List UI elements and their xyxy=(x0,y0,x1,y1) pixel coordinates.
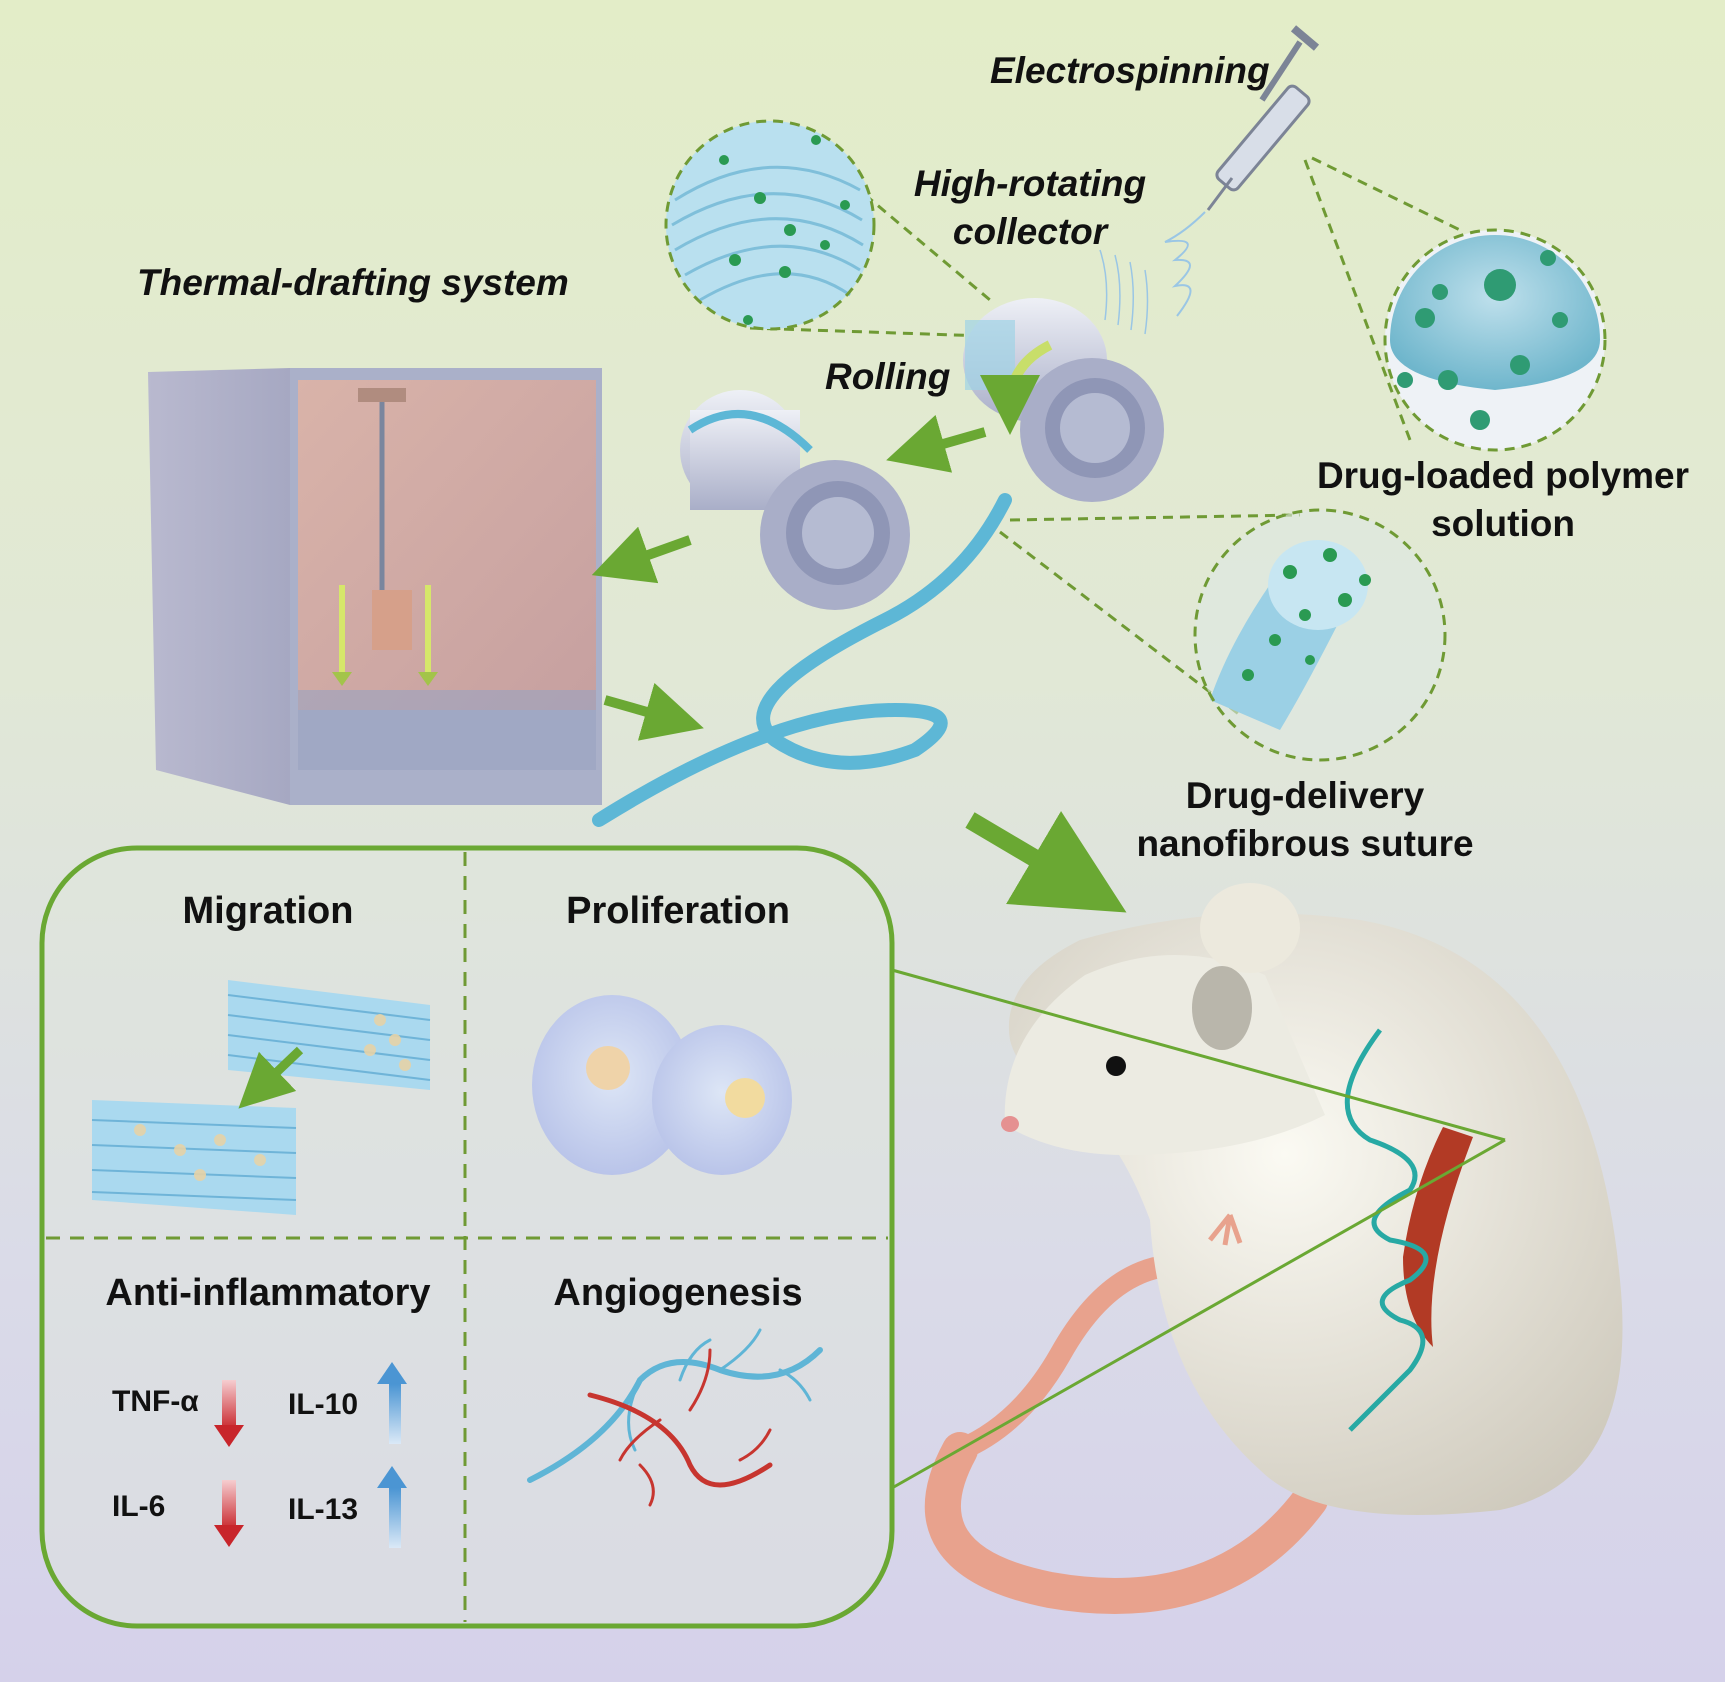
anti-inflammatory-heading: Anti-inflammatory xyxy=(105,1272,431,1314)
proliferation-heading: Proliferation xyxy=(566,890,790,932)
process-arrows xyxy=(591,414,1127,913)
polymer-label-line2: solution xyxy=(1431,503,1575,544)
il-13-label: IL-13 xyxy=(288,1493,359,1526)
suture-bundle-zoom-icon xyxy=(999,508,1447,762)
il10-up-arrow-icon xyxy=(377,1362,407,1444)
collector-label: High-rotating collector xyxy=(880,160,1180,256)
collector-label-line1: High-rotating xyxy=(913,163,1147,204)
il-10-label: IL-10 xyxy=(288,1388,359,1421)
proliferation-graphic xyxy=(532,995,792,1175)
il13-up-arrow-icon xyxy=(377,1466,407,1548)
callout-lines xyxy=(891,968,1506,1490)
arrow-to-rat xyxy=(965,811,1127,913)
collector-left-icon xyxy=(680,390,910,610)
electrospinning-label: Electrospinning xyxy=(990,50,1270,91)
rat-icon xyxy=(925,883,1623,1614)
suture-label-line2: nanofibrous suture xyxy=(1136,823,1474,864)
tnf-down-arrow-icon xyxy=(214,1380,244,1447)
angiogenesis-graphic xyxy=(527,1328,823,1507)
collector-label-line2: collector xyxy=(952,211,1108,252)
il-6-label: IL-6 xyxy=(112,1490,166,1523)
arrow-from-box xyxy=(603,682,704,741)
thermal-drafting-box-icon xyxy=(148,368,602,805)
tnf-alpha-label: TNF-α xyxy=(112,1385,199,1418)
polymer-droplet-zoom-icon xyxy=(1303,156,1607,452)
il6-down-arrow-icon xyxy=(214,1480,244,1547)
migration-graphic xyxy=(91,980,431,1215)
rolling-label: Rolling xyxy=(825,356,951,397)
arrow-to-box xyxy=(591,526,692,584)
collector-right-icon xyxy=(963,298,1164,502)
marker-arrows xyxy=(214,1362,407,1548)
fiber-zoom-icon xyxy=(664,119,991,338)
thermal-label: Thermal-drafting system xyxy=(137,262,569,303)
syringe-icon xyxy=(1099,25,1320,335)
effects-panel-frame xyxy=(39,845,895,1629)
polymer-label: Drug-loaded polymer solution xyxy=(1298,452,1708,548)
suture-label: Drug-delivery nanofibrous suture xyxy=(1095,772,1515,868)
migration-heading: Migration xyxy=(182,890,354,932)
arrow-rolling xyxy=(886,414,987,473)
polymer-label-line1: Drug-loaded polymer xyxy=(1316,455,1690,496)
suture-label-line1: Drug-delivery xyxy=(1185,775,1425,816)
angiogenesis-heading: Angiogenesis xyxy=(553,1272,803,1314)
suture-strand xyxy=(592,493,1012,827)
